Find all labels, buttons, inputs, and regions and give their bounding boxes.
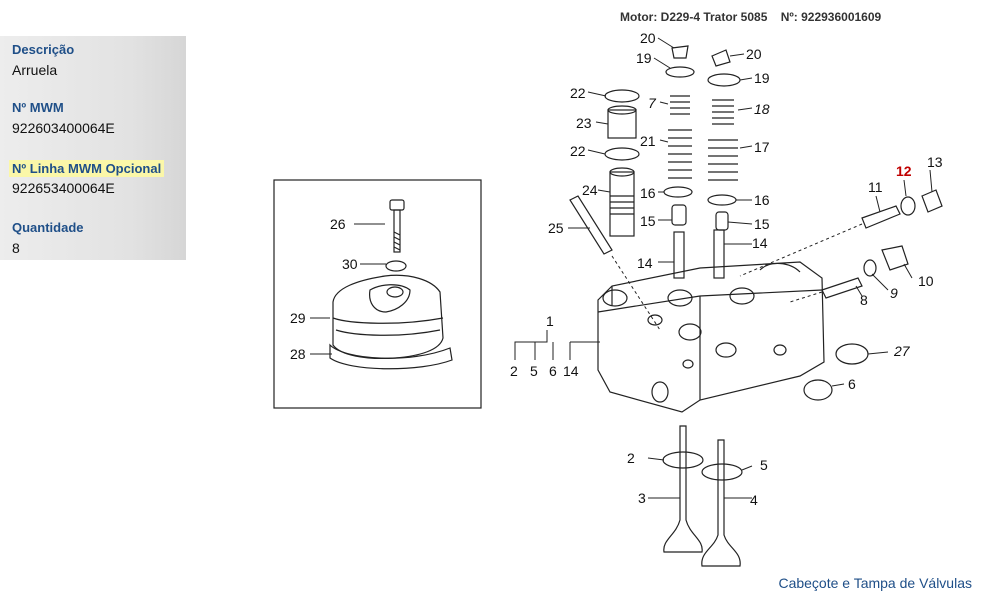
- callout-5-list: 5: [530, 363, 538, 379]
- callout-1[interactable]: 1: [546, 313, 554, 329]
- callout-23[interactable]: 23: [576, 115, 592, 131]
- callout-12-selected[interactable]: 12: [896, 163, 912, 179]
- leader-lines: [310, 37, 933, 499]
- stud-bolt: [569, 195, 613, 255]
- callout-4[interactable]: 4: [750, 492, 758, 508]
- callout-19a[interactable]: 19: [636, 50, 652, 66]
- callout-18[interactable]: 18: [754, 101, 770, 117]
- callout-14b[interactable]: 14: [752, 235, 768, 251]
- callout-6[interactable]: 6: [848, 376, 856, 392]
- callout-27[interactable]: 27: [893, 343, 911, 359]
- diagram-caption: Cabeçote e Tampa de Válvulas: [778, 575, 972, 591]
- callout-2-list: 2: [510, 363, 518, 379]
- callout-21[interactable]: 21: [640, 133, 656, 149]
- quantity-label: Quantidade: [12, 220, 84, 235]
- callout-20a[interactable]: 20: [640, 30, 656, 46]
- callout-5[interactable]: 5: [760, 457, 768, 473]
- left-valve-spring-stack: [663, 45, 695, 226]
- callout-6-list: 6: [549, 363, 557, 379]
- callout-30[interactable]: 30: [342, 256, 358, 272]
- valve-cover-inset-frame: [273, 179, 482, 409]
- exhaust-valve: [701, 439, 743, 567]
- callout-7[interactable]: 7: [648, 95, 657, 111]
- callout-10[interactable]: 10: [918, 273, 934, 289]
- mwm-number-label: Nº MWM: [12, 100, 64, 115]
- right-side-fittings: [803, 189, 943, 401]
- callout-3[interactable]: 3: [638, 490, 646, 506]
- cover-bolt: [389, 199, 405, 253]
- pushrod-tubes: [673, 229, 725, 279]
- mwm-number-value: 922603400064E: [12, 120, 115, 136]
- callout-11[interactable]: 11: [868, 179, 883, 195]
- callout-16a[interactable]: 16: [640, 185, 656, 201]
- engine-label: Motor: D229-4 Trator 5085: [620, 10, 768, 24]
- callout-17[interactable]: 17: [754, 139, 770, 155]
- callout-14-list: 14: [563, 363, 579, 379]
- cylinder-head: [597, 261, 825, 413]
- valve-cover: [332, 274, 444, 360]
- callout-15b[interactable]: 15: [754, 216, 770, 232]
- callout-19b[interactable]: 19: [754, 70, 770, 86]
- callout-22b[interactable]: 22: [570, 143, 586, 159]
- header-line: Motor: D229-4 Trator 5085 Nº: 9229360016…: [620, 10, 891, 24]
- right-valve-spring-stack: [707, 49, 741, 231]
- injector-sleeve-group: [604, 89, 640, 237]
- callout-26[interactable]: 26: [330, 216, 346, 232]
- cover-gasket: [329, 343, 453, 370]
- intake-valve: [662, 425, 704, 553]
- callout-20b[interactable]: 20: [746, 46, 762, 62]
- description-label: Descrição: [12, 42, 75, 57]
- callout-22a[interactable]: 22: [570, 85, 586, 101]
- callout-16b[interactable]: 16: [754, 192, 770, 208]
- optional-line-label: Nº Linha MWM Opcional: [9, 160, 165, 177]
- quantity-value: 8: [12, 240, 20, 256]
- assembly-guide-lines: [611, 223, 863, 331]
- callout-13[interactable]: 13: [927, 154, 943, 170]
- callout-8[interactable]: 8: [860, 292, 868, 308]
- description-value: Arruela: [12, 62, 58, 78]
- optional-line-value: 922653400064E: [12, 180, 115, 196]
- part-info-panel: Descrição Arruela Nº MWM 922603400064E N…: [0, 36, 186, 260]
- callout-28[interactable]: 28: [290, 346, 306, 362]
- cover-washer: [385, 260, 407, 272]
- callout-29[interactable]: 29: [290, 310, 306, 326]
- callout-2[interactable]: 2: [627, 450, 635, 466]
- callout-9[interactable]: 9: [890, 285, 898, 301]
- callout-14a[interactable]: 14: [637, 255, 653, 271]
- callout-24[interactable]: 24: [582, 182, 598, 198]
- callout-15a[interactable]: 15: [640, 213, 656, 229]
- part-reference: Nº: 922936001609: [780, 10, 882, 24]
- callout-25[interactable]: 25: [548, 220, 564, 236]
